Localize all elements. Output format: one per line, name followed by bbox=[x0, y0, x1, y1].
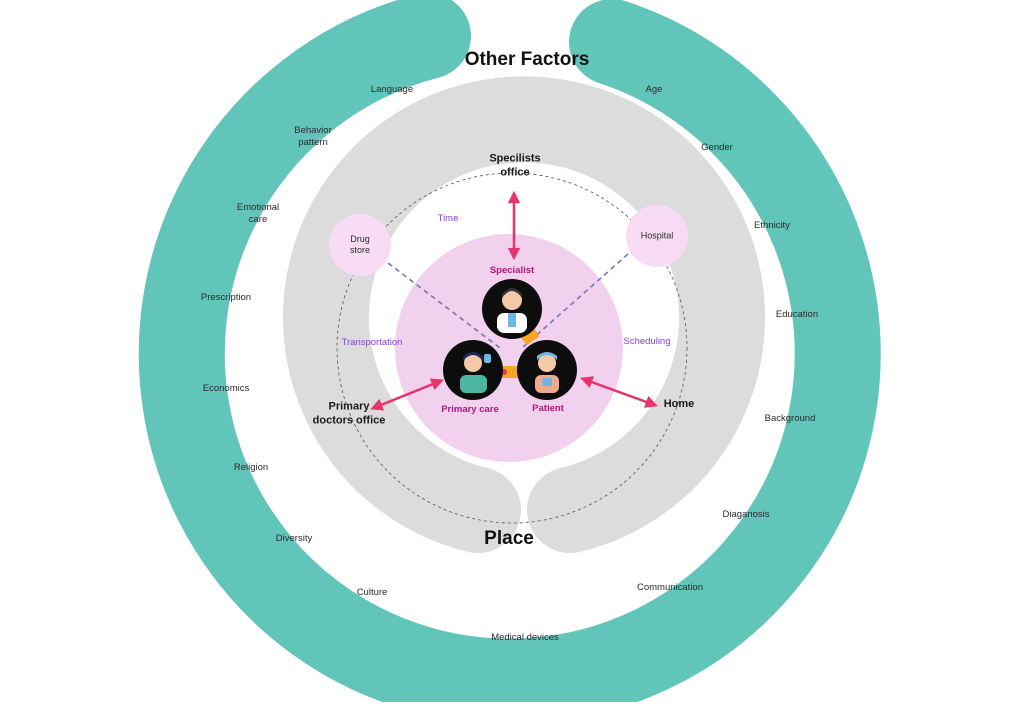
factor-diaganosis: Diaganosis bbox=[722, 509, 770, 521]
hospital-bubble bbox=[626, 205, 688, 267]
barrier-scheduling: Scheduling bbox=[623, 336, 671, 348]
patient-avatar bbox=[517, 340, 577, 400]
factor-economics: Economics bbox=[202, 383, 250, 395]
primary-care-avatar bbox=[443, 340, 503, 400]
factor-behavior-pattern: Behavior pattern bbox=[294, 125, 332, 148]
factor-medical-devices: Medical devices bbox=[491, 632, 559, 644]
factor-language: Language bbox=[370, 84, 414, 96]
place-specialists-office: Specilists office bbox=[489, 152, 541, 178]
place-label: Place bbox=[484, 528, 534, 550]
primary-care-arrow bbox=[370, 378, 444, 411]
place-ring bbox=[283, 76, 765, 553]
dashed-orbit bbox=[336, 172, 688, 524]
factor-ethnicity: Ethnicity bbox=[754, 220, 790, 232]
place-drug-store: Drug store bbox=[349, 233, 371, 255]
factor-communication: Communication bbox=[637, 582, 703, 594]
factor-age: Age bbox=[645, 84, 663, 96]
factor-prescription: Prescription bbox=[200, 292, 252, 304]
barrier-time: Time bbox=[437, 213, 459, 225]
factor-emotional-care: Emotional care bbox=[236, 202, 280, 225]
factor-background: Background bbox=[764, 413, 816, 425]
actor-patient-label: Patient bbox=[532, 403, 564, 415]
factor-gender: Gender bbox=[701, 142, 733, 154]
drugstore-connector bbox=[387, 262, 501, 349]
actor-specialist-label: Specialist bbox=[489, 265, 535, 277]
actor-primary-care-label: Primary care bbox=[441, 404, 499, 416]
specialist-avatar bbox=[482, 279, 542, 339]
drug-store-bubble bbox=[329, 214, 391, 276]
place-primary-doctors-office: Primary doctors office bbox=[312, 400, 386, 426]
factor-religion: Religion bbox=[233, 462, 269, 474]
place-hospital: Hospital bbox=[640, 230, 674, 241]
outer-factors-ring bbox=[138, 0, 881, 707]
diagram-title: Other Factors bbox=[464, 49, 590, 71]
hospital-connector bbox=[521, 253, 629, 349]
factor-culture: Culture bbox=[356, 587, 388, 599]
barrier-transportation: Transportation bbox=[341, 337, 403, 349]
factor-education: Education bbox=[775, 309, 819, 321]
factor-diversity: Diversity bbox=[275, 533, 313, 545]
patient-home-arrow bbox=[580, 376, 658, 408]
center-pink-circle bbox=[395, 234, 623, 462]
place-home: Home bbox=[663, 398, 695, 411]
